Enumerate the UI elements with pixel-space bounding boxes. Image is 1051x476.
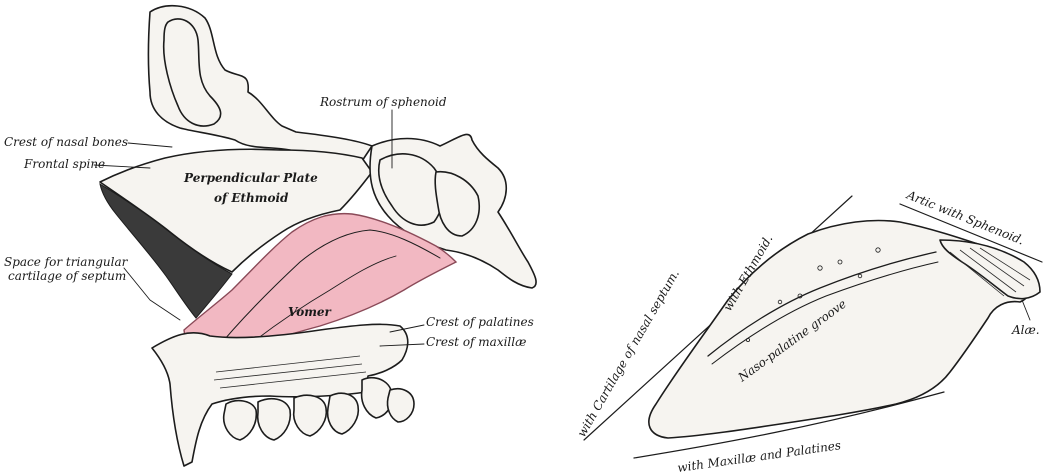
teeth — [222, 376, 415, 441]
vomer-ridge — [213, 229, 441, 353]
label-space-line1: Space for triangular — [4, 255, 129, 269]
naso-palatine-groove — [707, 251, 937, 357]
border-sphenoid-line — [899, 203, 1043, 263]
vomer-bone — [648, 219, 1033, 439]
palate-hatching — [213, 355, 367, 389]
label-with-maxillae-palatines: with Maxillæ and Palatines — [676, 438, 841, 475]
label-frontal-spine: Frontal spine — [23, 157, 105, 171]
leader-alae — [1021, 299, 1031, 321]
naso-palatine-groove-2 — [711, 261, 939, 365]
frontal-sinus — [162, 18, 222, 127]
label-crest-palatines: Crest of palatines — [426, 315, 534, 329]
sphenoid-sinus-2 — [434, 171, 480, 237]
label-crest-maxillae: Crest of maxillæ — [426, 335, 526, 349]
cartilage-space — [99, 182, 233, 319]
label-perp-plate-1: Perpendicular Plate — [183, 171, 318, 185]
label-vomer: Vomer — [288, 305, 333, 319]
alae-hatching — [949, 247, 1031, 297]
foramina — [746, 247, 881, 342]
label-alae: Alæ. — [1011, 323, 1040, 337]
label-crest-nasal-bones: Crest of nasal bones — [4, 135, 128, 149]
label-space-line2: cartilage of septum — [8, 269, 126, 283]
nasal-septum-figure: Crest of nasal bones Frontal spine Space… — [4, 5, 537, 467]
label-perp-plate-2: of Ethmoid — [214, 191, 289, 205]
sphenoid-sinus — [377, 153, 444, 226]
vomer-isolated-figure: with Ethmoid. Artic with Sphenoid. Alæ. … — [574, 187, 1043, 475]
label-rostrum-sphenoid: Rostrum of sphenoid — [319, 95, 447, 109]
leader-lines — [93, 109, 425, 347]
